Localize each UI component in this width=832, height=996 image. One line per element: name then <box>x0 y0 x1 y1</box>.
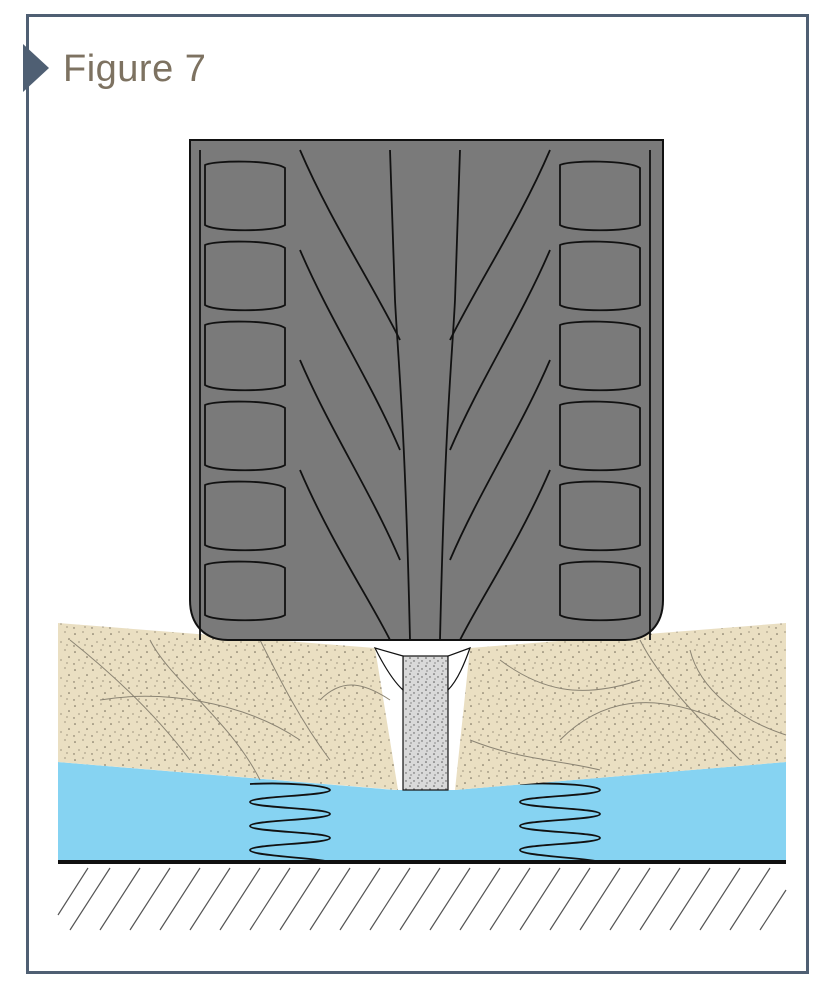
concrete-slab-icon <box>58 623 787 790</box>
figure-tab-marker <box>23 44 49 92</box>
subgrade-hatch-icon <box>57 867 787 931</box>
figure-title: Figure 7 <box>63 48 207 90</box>
joint-sealant-icon <box>373 646 471 791</box>
base-layer-icon <box>58 762 786 864</box>
tire-icon <box>189 139 664 641</box>
spring-icon <box>249 782 601 863</box>
